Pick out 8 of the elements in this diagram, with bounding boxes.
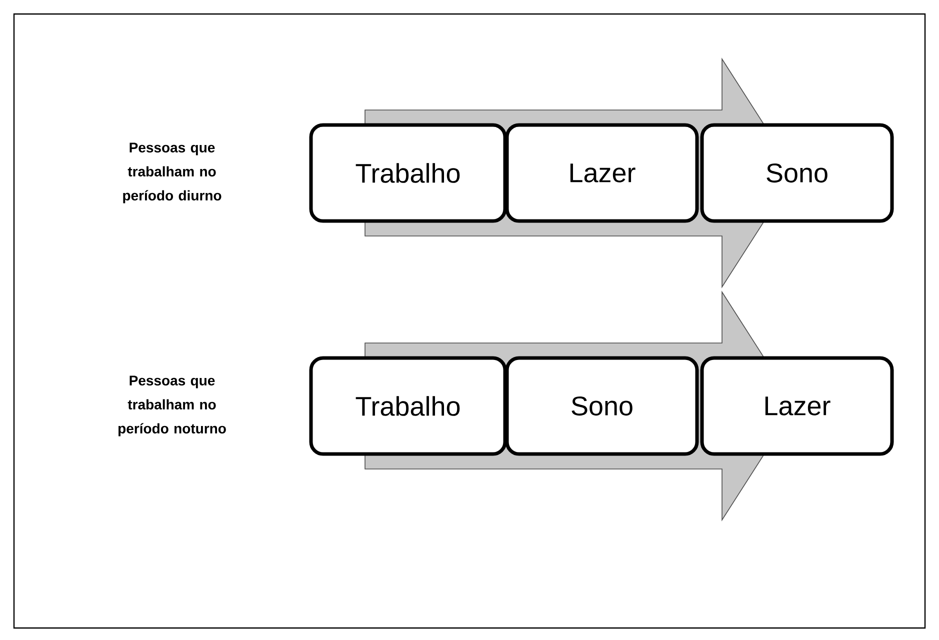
step-box: Trabalho: [309, 123, 507, 223]
row-label: Pessoas que trabalham no período diurno: [123, 142, 222, 204]
step-box: Sono: [505, 356, 699, 456]
step-box: Lazer: [505, 123, 699, 223]
row-label: Pessoas que trabalham no período noturno: [118, 376, 226, 436]
step-box: Sono: [700, 123, 894, 223]
step-box: Trabalho: [309, 356, 507, 456]
step-box: Lazer: [700, 356, 894, 456]
